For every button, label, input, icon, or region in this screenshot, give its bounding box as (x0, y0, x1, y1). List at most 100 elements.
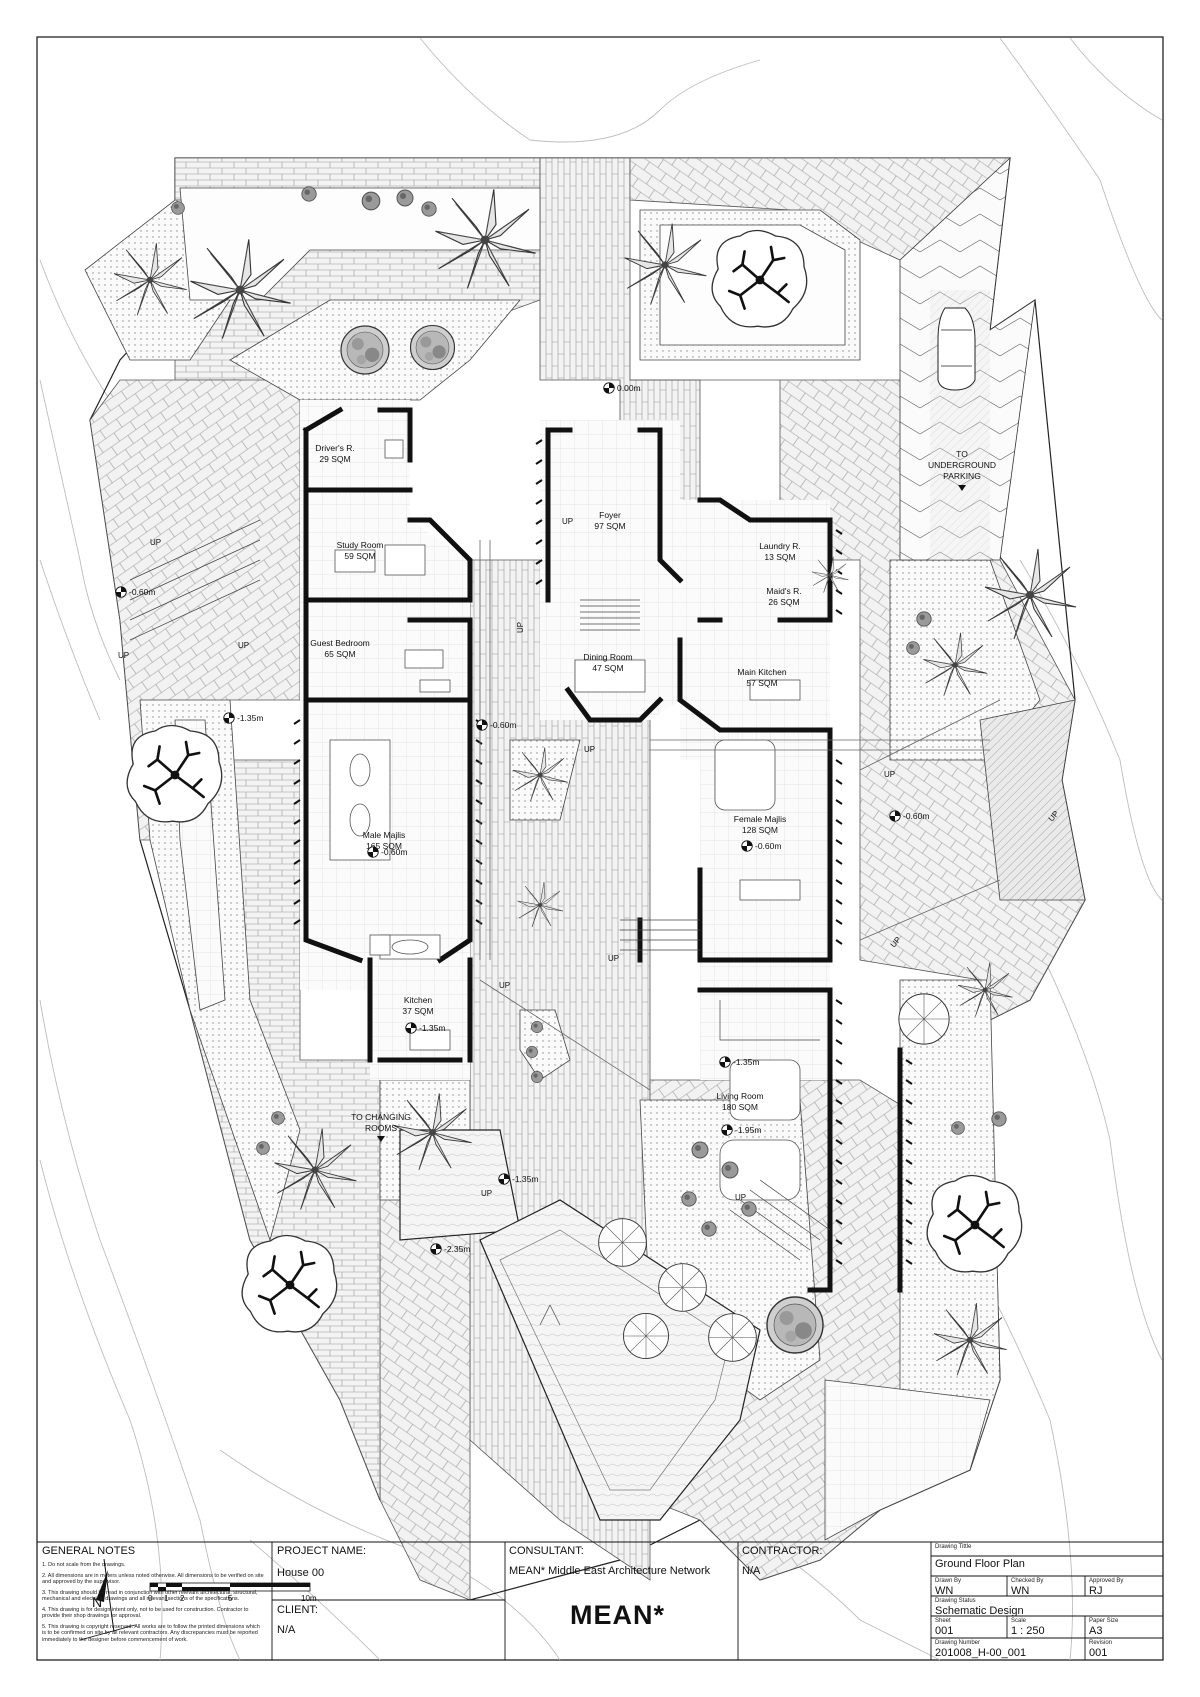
level-label: -0.60m (490, 720, 516, 730)
drawing-number-label: Drawing Number (935, 1640, 981, 1646)
level-label: 0.00m (617, 383, 641, 393)
revision-value: 001 (1089, 1647, 1108, 1659)
room-name-study: Study Room (337, 540, 384, 550)
room-area-dining: 47 SQM (592, 663, 623, 673)
room-name-maids: Maid's R. (766, 586, 801, 596)
drawn-by: WN (935, 1585, 954, 1597)
up-label: UP (608, 954, 619, 963)
level-label: -1.35m (237, 713, 263, 723)
level-label: -0.60m (755, 841, 781, 851)
client-value: N/A (277, 1624, 296, 1636)
room-area-foyer: 97 SQM (594, 521, 625, 531)
parking-note: TO (956, 449, 968, 459)
north-label: N (92, 1594, 102, 1610)
level-label: -2.35m (444, 1244, 470, 1254)
up-label: UP (238, 641, 249, 650)
parking-note: UNDERGROUND (928, 460, 996, 470)
note-item: 2. All dimensions are in meters unless n… (42, 1572, 264, 1586)
consultant-label: CONSULTANT: (509, 1545, 584, 1557)
contractor-value: N/A (742, 1565, 761, 1577)
level-label: -1.95m (735, 1125, 761, 1135)
room-name-living: Living Room (716, 1091, 763, 1101)
room-area-kitchen: 37 SQM (402, 1006, 433, 1016)
project-name-value: House 00 (277, 1567, 325, 1579)
room-name-male-majlis: Male Majlis (363, 830, 406, 840)
scale-tick: 0 (148, 1594, 153, 1603)
scale-tick: 2 (180, 1594, 185, 1603)
room-area-male-majlis: 165 SQM (366, 841, 402, 851)
general-notes-title: GENERAL NOTES (42, 1545, 136, 1557)
project-name-label: PROJECT NAME: (277, 1545, 367, 1557)
scale-bar: 0 1 2 5 10m (148, 1582, 317, 1603)
note-item: 5. This drawing is copyright reserved. A… (42, 1623, 260, 1643)
revision-label: Revision (1089, 1640, 1113, 1646)
contractor-label: CONTRACTOR: (742, 1545, 823, 1557)
up-label: UP (118, 651, 129, 660)
up-label: UP (150, 538, 161, 547)
room-name-guest: Guest Bedroom (310, 638, 370, 648)
title-block-frame (37, 1541, 1163, 1660)
stairs (129, 519, 831, 1261)
level-label: -1.35m (733, 1057, 759, 1067)
up-labels: UP UP UP UP UP UP UP UP UP UP UP UP UP (118, 517, 1061, 1202)
consultant-value: MEAN* Middle East Architecture Network (509, 1565, 711, 1577)
walkways (479, 540, 1001, 1091)
level-markers: 0.00m -0.60m -1.35m -0.60m -0.60m -0.60m… (115, 382, 929, 1255)
drawing-status: Schematic Design (935, 1605, 1024, 1617)
annotations: TO UNDERGROUND PARKING TO CHANGING ROOMS (351, 449, 996, 1142)
scale-tick: 5 (228, 1594, 233, 1603)
room-area-guest: 65 SQM (324, 649, 355, 659)
level-label: -1.35m (419, 1023, 445, 1033)
scale-label: Scale (1011, 1618, 1027, 1624)
scale-tick: 10m (301, 1594, 317, 1603)
approved-by-label: Approved By (1089, 1578, 1124, 1584)
up-label: UP (884, 770, 895, 779)
drawing-status-label: Drawing Status (935, 1598, 976, 1604)
room-labels: Driver's R. 29 SQM Study Room 59 SQM Gue… (310, 443, 801, 1112)
walls-center (545, 427, 833, 1293)
room-area-laundry: 13 SQM (764, 552, 795, 562)
note-item: 1. Do not scale from the drawings. (42, 1562, 126, 1568)
up-label: UP (584, 745, 595, 754)
room-area-female-majlis: 128 SQM (742, 825, 778, 835)
pool (399, 1129, 761, 1521)
up-label: UP (481, 1189, 492, 1198)
furniture (329, 439, 801, 1201)
room-area-maids: 26 SQM (768, 597, 799, 607)
paper-size-value: A3 (1089, 1625, 1103, 1637)
parking-area (899, 156, 1036, 561)
changing-rooms-note: TO CHANGING (351, 1112, 411, 1122)
note-item: 3. This drawing should be read in conjun… (42, 1589, 258, 1603)
changing-rooms-note: ROOMS (365, 1123, 397, 1133)
parking-note: PARKING (943, 471, 981, 481)
sheet-value: 001 (935, 1625, 954, 1637)
up-label: UP (562, 517, 573, 526)
level-label: -0.60m (129, 587, 155, 597)
up-label: UP (516, 622, 525, 633)
checked-by: WN (1011, 1585, 1030, 1597)
approved-by: RJ (1089, 1585, 1103, 1597)
wall-serrations (293, 439, 913, 1265)
level-label: -0.60m (903, 811, 929, 821)
room-name-laundry: Laundry R. (759, 541, 801, 551)
up-label: UP (499, 981, 510, 990)
drawing-number: 201008_H-00_001 (935, 1647, 1027, 1659)
room-name-foyer: Foyer (599, 510, 621, 520)
room-name-main-kitchen: Main Kitchen (737, 667, 786, 677)
drawn-by-label: Drawn By (935, 1578, 962, 1584)
level-label: -1.35m (512, 1174, 538, 1184)
paper-size-label: Paper Size (1089, 1618, 1119, 1624)
general-notes: GENERAL NOTES 1. Do not scale from the d… (42, 1545, 264, 1647)
client-label: CLIENT: (277, 1604, 318, 1616)
room-name-drivers: Driver's R. (315, 443, 354, 453)
north-arrow: N (79, 1558, 136, 1641)
checked-by-label: Checked By (1011, 1578, 1044, 1584)
scale-tick: 1 (164, 1594, 169, 1603)
scale-value: 1 : 250 (1011, 1625, 1045, 1637)
room-area-study: 59 SQM (344, 551, 375, 561)
note-item: 4. This drawing is for design intent onl… (42, 1606, 249, 1620)
room-name-dining: Dining Room (583, 652, 632, 662)
room-name-female-majlis: Female Majlis (734, 814, 786, 824)
room-area-main-kitchen: 57 SQM (746, 678, 777, 688)
